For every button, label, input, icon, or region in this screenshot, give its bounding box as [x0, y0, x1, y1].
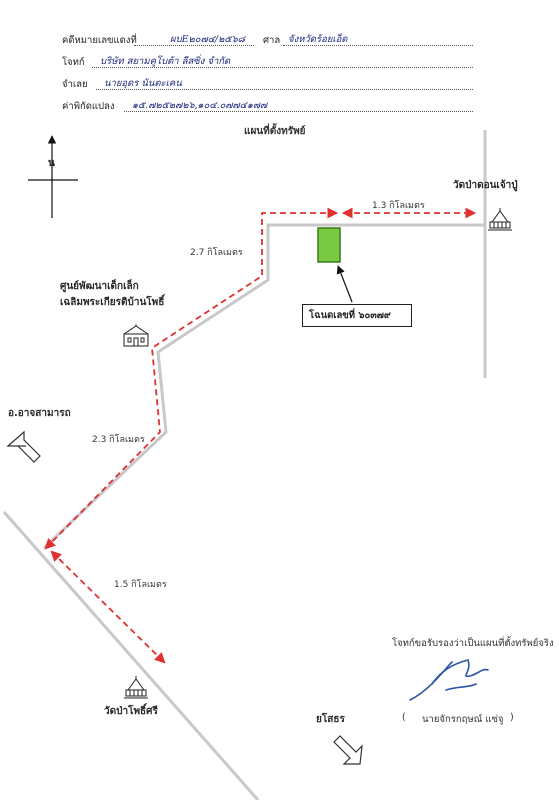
- signature-close-paren: ): [510, 712, 514, 723]
- signatory-name: นายจักรกฤษณ์ แซ่จู: [422, 714, 504, 725]
- child-center-label: เฉลิมพระเกียรติบ้านโพธิ์: [60, 297, 165, 308]
- defendant-value: นายอุดร นันตะเคน: [104, 78, 182, 89]
- north-label: น: [48, 158, 55, 169]
- road-main: [42, 223, 485, 550]
- court-value: จังหวัดร้อยเอ็ด: [288, 34, 348, 45]
- distance-label: 2.7 กิโลเมตร: [190, 248, 243, 258]
- dotted-line: [96, 89, 473, 90]
- road-diagonal: [2, 511, 260, 800]
- defendant-label: จำเลย: [62, 79, 88, 90]
- route-main: [44, 207, 339, 550]
- signature-icon: [409, 659, 489, 701]
- plot-number-label: โฉนดเลขที่ ๖๐๓๗๙: [309, 310, 391, 321]
- dotted-line: [92, 67, 473, 68]
- temple-icon: [124, 676, 148, 699]
- plaintiff-label: โจทก์: [62, 57, 85, 68]
- route-path: [44, 207, 477, 664]
- dotted-line: [134, 45, 254, 46]
- direction-arrow-icon: [6, 430, 41, 463]
- temple-top-label: วัดป่าดอนเจ้าปู่: [453, 180, 518, 191]
- distance-label: 2.3 กิโลเมตร: [92, 435, 145, 445]
- distance-label: 1.3 กิโลเมตร: [372, 201, 425, 211]
- map-title: แผนที่ตั้งทรัพย์: [244, 126, 306, 137]
- plot-pointer-arrow: [336, 265, 353, 303]
- roads: [2, 130, 487, 800]
- temple-bottom-label: วัดป่าโพธิ์ศรี: [104, 706, 158, 717]
- child-center-label: ศูนย์พัฒนาเด็กเล็ก: [60, 281, 139, 292]
- distance-label: 1.5 กิโลเมตร: [114, 580, 167, 590]
- coords-label: ค่าพิกัดแปลง: [62, 101, 115, 112]
- dotted-line: [283, 45, 473, 46]
- court-label: ศาล: [263, 35, 281, 46]
- land-plot-marker: [317, 227, 341, 263]
- direction-left-label: อ.อาจสามารถ: [8, 408, 71, 419]
- signature-open-paren: (: [402, 712, 406, 723]
- temple-icon: [488, 208, 512, 231]
- coords-value: ๑๕.๗๒๕๒๗๒๖,๑๐๔.๐๗๗๔๑๗๗: [132, 100, 268, 111]
- case-number-value: ผบE๒๐๗๔/๒๕๖๘: [170, 34, 245, 45]
- plot-number-box: โฉนดเลขที่ ๖๐๓๗๙: [302, 304, 412, 327]
- dotted-line: [124, 111, 473, 112]
- north-arrow-icon: [28, 135, 78, 218]
- direction-bottom-label: ยโสธร: [316, 714, 345, 725]
- route-to-south-temple: [50, 550, 166, 664]
- school-building-icon: [123, 324, 149, 347]
- certification-statement: โจทก์ขอรับรองว่าเป็นแผนที่ตั้งทรัพย์จริง: [392, 638, 554, 649]
- direction-arrow-icon: [333, 735, 363, 765]
- plaintiff-value: บริษัท สยามคูโบต้า ลีสซิ่ง จำกัด: [100, 56, 231, 67]
- case-number-label: คดีหมายเลขแดงที่: [62, 35, 137, 46]
